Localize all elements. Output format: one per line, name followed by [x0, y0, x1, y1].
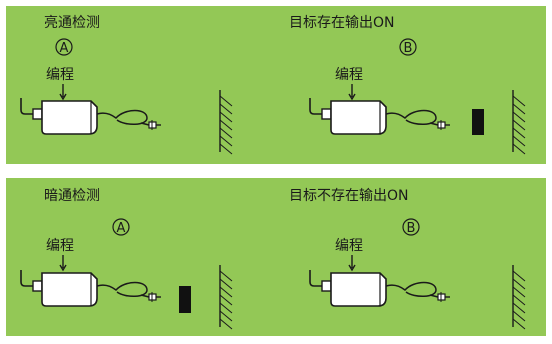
program-arrow: [348, 84, 356, 101]
mode-title: 暗通检测: [44, 188, 100, 204]
program-arrow: [59, 84, 67, 101]
badge-letter: B: [404, 41, 413, 56]
mode-title: 目标不存在输出ON: [289, 188, 409, 204]
target-object: [472, 109, 484, 135]
program-label: 编程: [335, 67, 363, 83]
badge-circle: [55, 38, 73, 56]
mode-title: 目标存在输出ON: [289, 15, 395, 31]
target-object: [179, 286, 191, 313]
panel-light-on: [6, 6, 546, 164]
program-arrow: [59, 255, 67, 272]
panel-dark-on: [6, 178, 546, 336]
mode-title: 亮通检测: [44, 14, 100, 31]
program-label: 编程: [46, 67, 74, 83]
program-label: 编程: [46, 238, 74, 254]
badge-circle: [399, 38, 417, 56]
badge-letter: A: [117, 221, 126, 236]
program-label: 编程: [335, 238, 363, 254]
badge-letter: B: [407, 221, 416, 236]
badge-circle: [402, 218, 420, 236]
badge-letter: A: [60, 41, 69, 56]
program-arrow: [348, 255, 356, 272]
badge-circle: [112, 218, 130, 236]
